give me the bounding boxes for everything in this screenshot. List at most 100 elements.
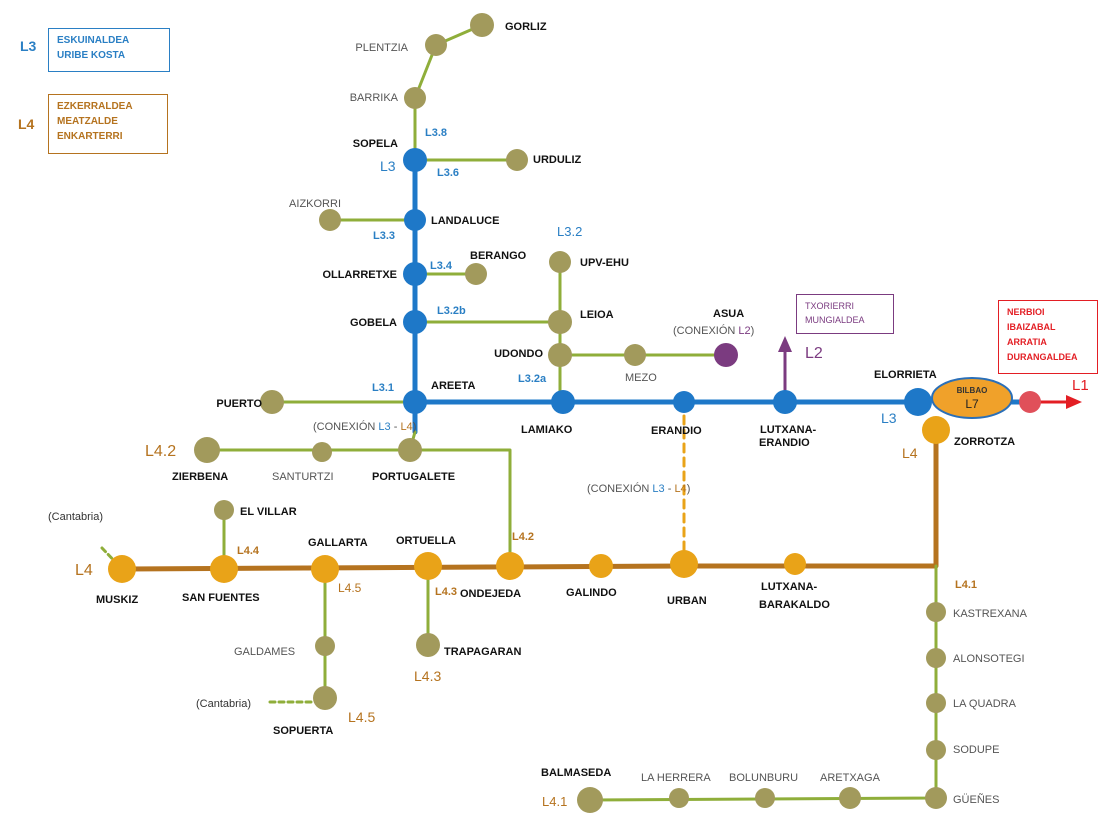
- line-code-label: L4.5: [338, 581, 362, 595]
- cantabria-label: (Cantabria): [48, 511, 103, 523]
- feeder-line-zierbena: [205, 430, 417, 452]
- stops-layer: [108, 13, 1041, 813]
- connection-note: (CONEXIÓN L3 - L4): [313, 420, 416, 433]
- station-stop-gorliz: [470, 13, 494, 37]
- line-code-label: L3: [881, 410, 897, 426]
- legend-l2-box: TXORIERRI MUNGIALDEA: [796, 294, 894, 334]
- station-label: ZORROTZA: [954, 436, 1015, 448]
- station-label: TRAPAGARAN: [444, 646, 521, 658]
- station-label: GALINDO: [566, 587, 617, 599]
- legend-l2-line: TXORIERRI: [805, 301, 855, 311]
- legend-l4-box: EZKERRALDEA MEATZALDE ENKARTERRI: [48, 94, 168, 154]
- station-label: BALMASEDA: [541, 767, 611, 779]
- station-label: PORTUGALETE: [372, 471, 455, 483]
- station-label: MEZO: [625, 372, 657, 384]
- line-code-label: L3.2a: [518, 373, 547, 385]
- line-code-label: L3.6: [437, 167, 459, 179]
- line-code-label: L3: [380, 158, 396, 174]
- station-stop-erandio: [673, 391, 695, 413]
- line-code-label: L4.3: [414, 668, 441, 684]
- station-label: OLLARRETXE: [322, 269, 397, 281]
- station-label: GÜEÑES: [953, 793, 999, 806]
- station-label: LA HERRERA: [641, 772, 711, 784]
- line-code-label: L4.1: [955, 579, 977, 591]
- station-stop-alonsotegi: [926, 648, 946, 668]
- station-label: AIZKORRI: [289, 198, 341, 210]
- station-label: ELORRIETA: [874, 369, 937, 381]
- legend-l4-line: ENKARTERRI: [57, 131, 123, 142]
- station-stop-lutxana: [773, 390, 797, 414]
- station-stop-udondo: [548, 343, 572, 367]
- line-code-label: L4.2: [145, 443, 176, 460]
- connection-note: (CONEXIÓN L3 - L4): [587, 482, 690, 495]
- line-code-label: L3.8: [425, 127, 447, 139]
- station-stop-upv-ehu: [549, 251, 571, 273]
- station-stop-zorrotza: [922, 416, 950, 444]
- station-label: PUERTO: [216, 398, 262, 410]
- station-label: LAMIAKO: [521, 424, 573, 436]
- station-stop-ondejeda: [496, 552, 524, 580]
- bilbao-hub-label: BILBAO: [957, 386, 988, 395]
- legend-l4-line: EZKERRALDEA: [57, 101, 133, 112]
- station-label: ASUA: [713, 308, 744, 320]
- station-stop-lutxana: [784, 553, 806, 575]
- line-code-label: L3.3: [373, 230, 395, 242]
- station-stop-bolunburu: [755, 788, 775, 808]
- line-code-label: L1: [1072, 377, 1089, 394]
- station-stop-berango: [465, 263, 487, 285]
- legend-l2-line: MUNGIALDEA: [805, 315, 865, 325]
- station-label: ONDEJEDA: [460, 588, 521, 600]
- connection-note: (CONEXIÓN L2): [673, 324, 754, 337]
- station-stop-leioa: [548, 310, 572, 334]
- station-stop-aretxaga: [839, 787, 861, 809]
- station-label: SOPELA: [353, 138, 398, 150]
- line-code-label: L3.2: [557, 224, 582, 239]
- station-stop-asua: [714, 343, 738, 367]
- station-label: GALDAMES: [234, 646, 295, 658]
- station-stop-trapagaran: [416, 633, 440, 657]
- station-stop-aizkorri: [319, 209, 341, 231]
- legend-l3-line: ESKUINALDEA: [57, 35, 130, 46]
- station-stop-sopela: [403, 148, 427, 172]
- station-stop-landaluce: [404, 209, 426, 231]
- station-label: PLENTZIA: [355, 42, 408, 54]
- station-stop-kastrexana: [926, 602, 946, 622]
- station-stop-san-fuentes: [210, 555, 238, 583]
- station-stop-gallarta: [311, 555, 339, 583]
- legend-l1-box: NERBIOI IBAIZABAL ARRATIA DURANGALDEA: [998, 300, 1098, 374]
- station-stop-el-villar: [214, 500, 234, 520]
- station-label: SAN FUENTES: [182, 592, 260, 604]
- feeder-line-plentzia: [413, 23, 484, 434]
- station-stop-mezo: [624, 344, 646, 366]
- station-label: UPV-EHU: [580, 257, 629, 269]
- legend-l1-line: ARRATIA: [1007, 337, 1047, 347]
- station-label: KASTREXANA: [953, 608, 1028, 620]
- line-code-label: L3.2b: [437, 305, 466, 317]
- station-label: ERANDIO: [651, 425, 702, 437]
- l2-arrow-head: [778, 336, 792, 352]
- line-code-label: L4.1: [542, 794, 567, 809]
- station-label: LUTXANA-: [760, 424, 817, 436]
- station-label: SODUPE: [953, 744, 999, 756]
- station-label: AREETA: [431, 380, 475, 392]
- station-label: BARRIKA: [350, 92, 399, 104]
- station-stop-gobela: [403, 310, 427, 334]
- station-label-line2: BARAKALDO: [759, 599, 830, 611]
- station-stop-galdames: [315, 636, 335, 656]
- station-stop-sodupe: [926, 740, 946, 760]
- station-stop-portugalete: [398, 438, 422, 462]
- bilbao-hub-ellipse: [931, 377, 1013, 419]
- station-label: LA QUADRA: [953, 698, 1017, 710]
- station-label: EL VILLAR: [240, 506, 297, 518]
- line-code-label: L3.4: [430, 260, 453, 272]
- station-stop-urban: [670, 550, 698, 578]
- station-stop-areeta: [403, 390, 427, 414]
- station-stop-balmaseda: [577, 787, 603, 813]
- station-label: GALLARTA: [308, 537, 368, 549]
- legend-l3-box: ESKUINALDEA URIBE KOSTA: [48, 28, 170, 72]
- station-stop-bilbao-l1: [1019, 391, 1041, 413]
- station-stop-ortuella: [414, 552, 442, 580]
- station-stop-zierbena: [194, 437, 220, 463]
- line-code-label: L4: [75, 562, 93, 579]
